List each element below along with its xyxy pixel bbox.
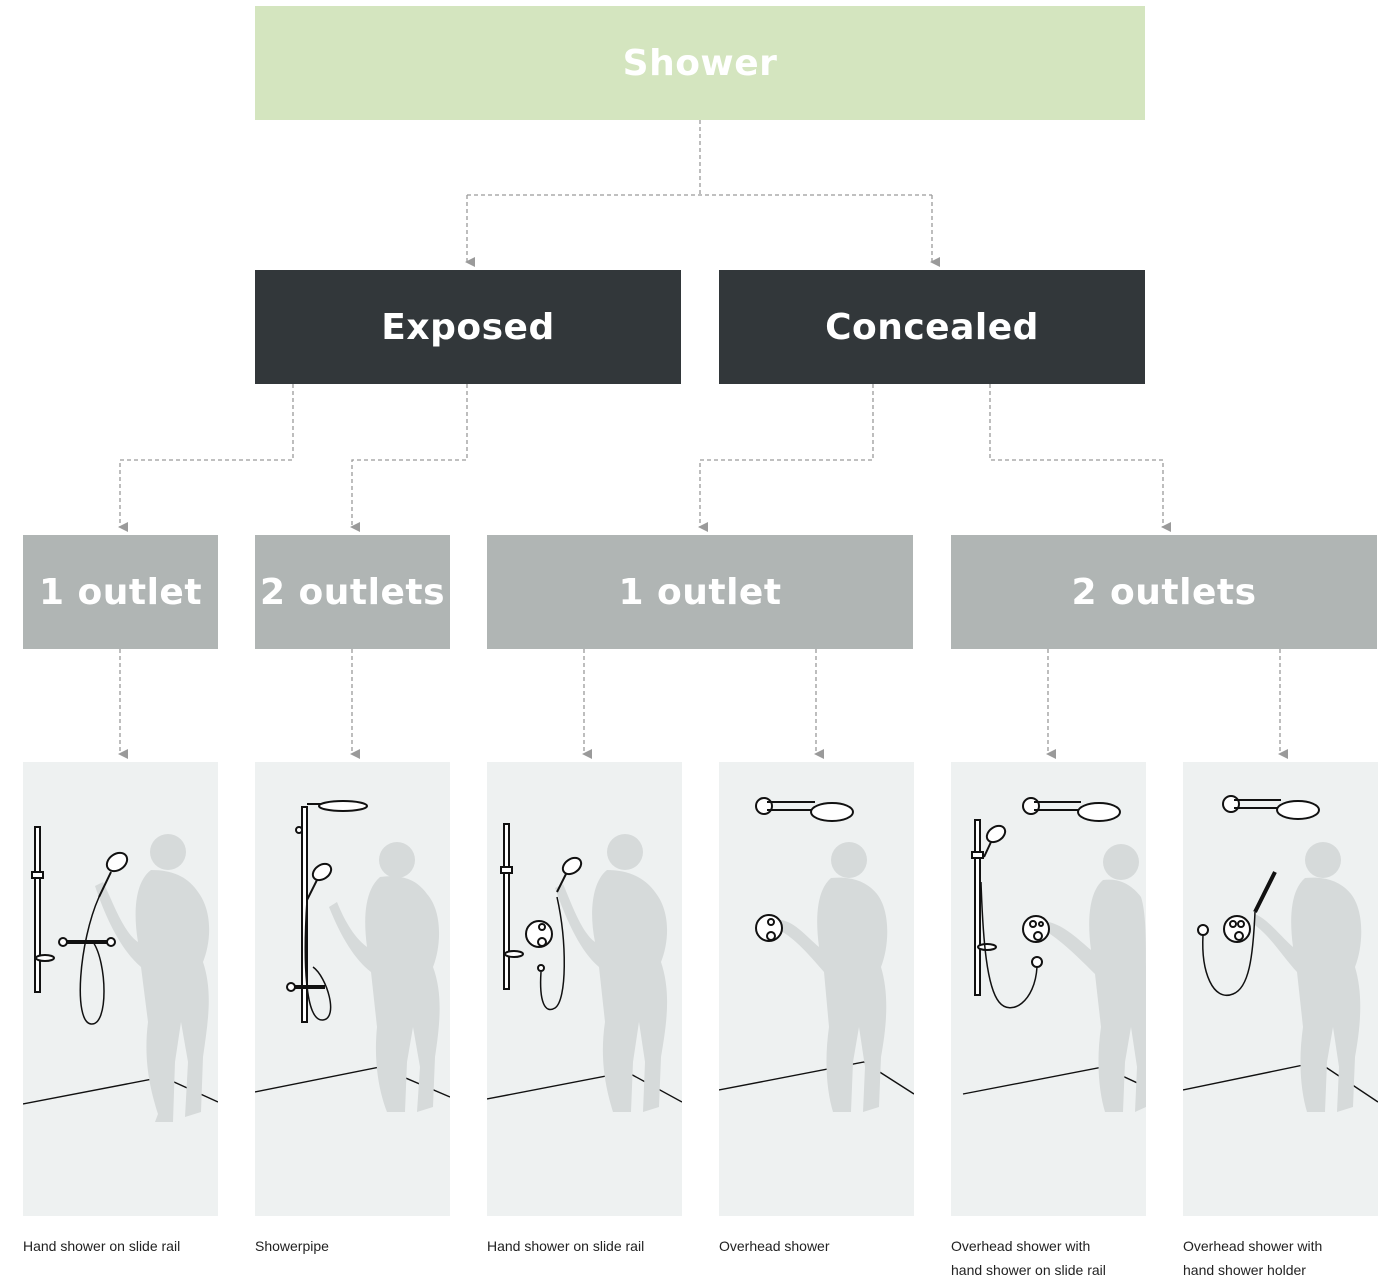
product-caption: Overhead shower with hand shower holder	[1183, 1238, 1323, 1278]
product-panel-6	[1183, 762, 1378, 1216]
showerpipe-icon	[255, 800, 450, 1112]
product-panel-1	[23, 762, 218, 1216]
product-panel-2	[255, 762, 450, 1216]
outlet-exposed-2: 2 outlets	[255, 535, 450, 649]
outlet-concealed-2: 2 outlets	[951, 535, 1377, 649]
connector-concealed-1	[698, 384, 874, 532]
outlet-label: 1 outlet	[38, 571, 203, 613]
connector-concealed-2	[989, 384, 1171, 532]
product-caption: Showerpipe	[255, 1238, 329, 1254]
category-exposed: Exposed	[255, 270, 681, 384]
product-caption: Overhead shower	[719, 1238, 830, 1254]
connector-exposed-2	[350, 384, 468, 532]
category-label: Exposed	[381, 306, 555, 348]
overhead-and-slide-rail-icon	[962, 797, 1146, 1112]
outlet-label: 2 outlets	[1071, 571, 1257, 613]
outlet-concealed-1: 1 outlet	[487, 535, 913, 649]
connector-exposed-1	[118, 384, 294, 532]
outlet-label: 1 outlet	[618, 571, 782, 613]
root-label: Shower	[622, 42, 778, 84]
overhead-and-holder-icon	[1183, 795, 1378, 1112]
hand-shower-slide-rail-concealed-icon	[487, 823, 682, 1112]
product-panel-4	[719, 762, 914, 1216]
root-node-shower: Shower	[255, 6, 1145, 120]
product-caption: Overhead shower with hand shower on slid…	[951, 1238, 1106, 1278]
product-caption: Hand shower on slide rail	[23, 1238, 181, 1254]
category-label: Concealed	[825, 306, 1039, 348]
connector-root	[467, 120, 932, 196]
outlet-exposed-1: 1 outlet	[23, 535, 218, 649]
product-panel-3	[487, 762, 682, 1216]
hand-shower-slide-rail-thermostat-icon	[23, 826, 218, 1122]
category-concealed: Concealed	[719, 270, 1145, 384]
product-panel-5	[951, 762, 1146, 1216]
overhead-shower-icon	[719, 797, 914, 1112]
product-caption: Hand shower on slide rail	[487, 1238, 645, 1254]
outlet-label: 2 outlets	[259, 571, 446, 613]
